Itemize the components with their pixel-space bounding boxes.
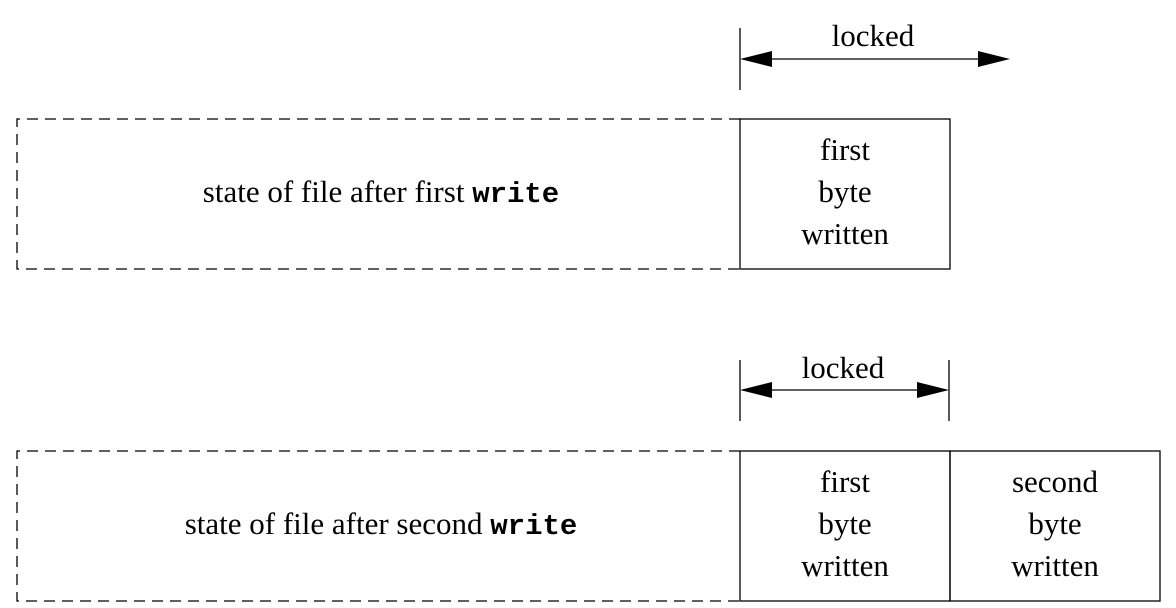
lock-arrow-left bbox=[740, 382, 772, 398]
first-byte-cell bbox=[739, 118, 951, 270]
cell-line-2: byte bbox=[818, 174, 871, 209]
cell-line-1: first bbox=[820, 132, 870, 167]
lock-arrow-left bbox=[740, 51, 772, 67]
cell-line-3: written bbox=[801, 216, 889, 251]
cell-line-1: first bbox=[820, 464, 870, 499]
second-byte-cell bbox=[949, 450, 1161, 602]
cell-line-1: second bbox=[1012, 464, 1099, 499]
file-state-region bbox=[16, 450, 740, 602]
lock-arrow-right bbox=[978, 51, 1010, 67]
lock-label: locked bbox=[832, 18, 915, 53]
stage-second-write: locked state of file after second write … bbox=[16, 350, 1161, 602]
stage-first-write: locked state of file after first write f… bbox=[16, 18, 1010, 270]
cell-line-2: byte bbox=[818, 506, 871, 541]
lock-label: locked bbox=[802, 350, 885, 385]
cell-line-2: byte bbox=[1028, 506, 1081, 541]
file-state-region bbox=[16, 118, 740, 270]
state-caption: state of file after second write bbox=[157, 506, 598, 543]
lock-range-first: locked bbox=[739, 18, 1010, 90]
lock-range-second: locked bbox=[739, 350, 950, 421]
state-caption: state of file after first write bbox=[175, 174, 579, 211]
cell-line-3: written bbox=[1011, 548, 1099, 583]
lock-arrow-right bbox=[917, 382, 949, 398]
cell-line-3: written bbox=[801, 548, 889, 583]
